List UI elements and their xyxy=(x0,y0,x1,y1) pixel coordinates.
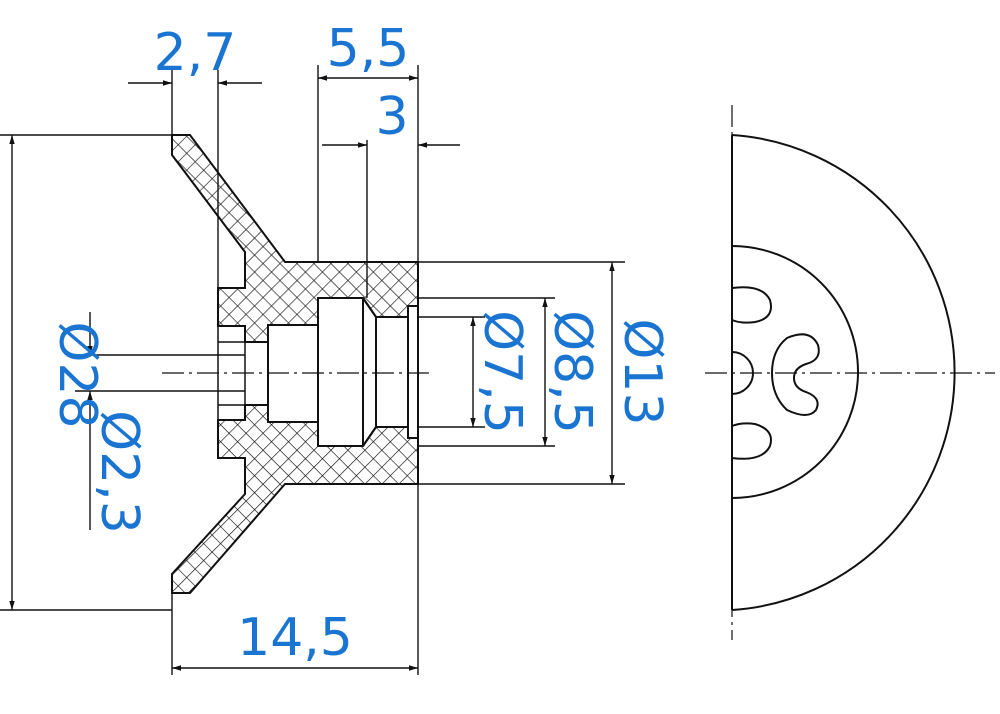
dimension-groove-length: 3 xyxy=(375,87,408,147)
end-view-hub-arc xyxy=(731,245,859,499)
dimension-hole-diameter: Ø2,3 xyxy=(89,410,149,534)
dimension-bore-small-diameter: Ø7,5 xyxy=(472,310,532,434)
slot-hole-1 xyxy=(731,286,772,324)
slot-hole-2 xyxy=(731,422,772,460)
dimension-bore-large-diameter: Ø8,5 xyxy=(542,310,602,434)
kidney-hole xyxy=(770,333,820,416)
dimension-overall-length: 14,5 xyxy=(237,608,353,668)
end-view xyxy=(705,105,995,640)
dimension-hub-diameter: Ø13 xyxy=(612,318,672,425)
dimension-wall-thickness: 2,7 xyxy=(154,23,237,83)
dimension-lines xyxy=(0,65,625,675)
section-view xyxy=(162,134,430,594)
section-hatch-upper xyxy=(171,134,419,343)
dimension-outer-diameter: Ø28 xyxy=(47,321,107,428)
dimension-bore-length: 5,5 xyxy=(327,19,410,79)
section-hatch-lower xyxy=(171,404,419,594)
